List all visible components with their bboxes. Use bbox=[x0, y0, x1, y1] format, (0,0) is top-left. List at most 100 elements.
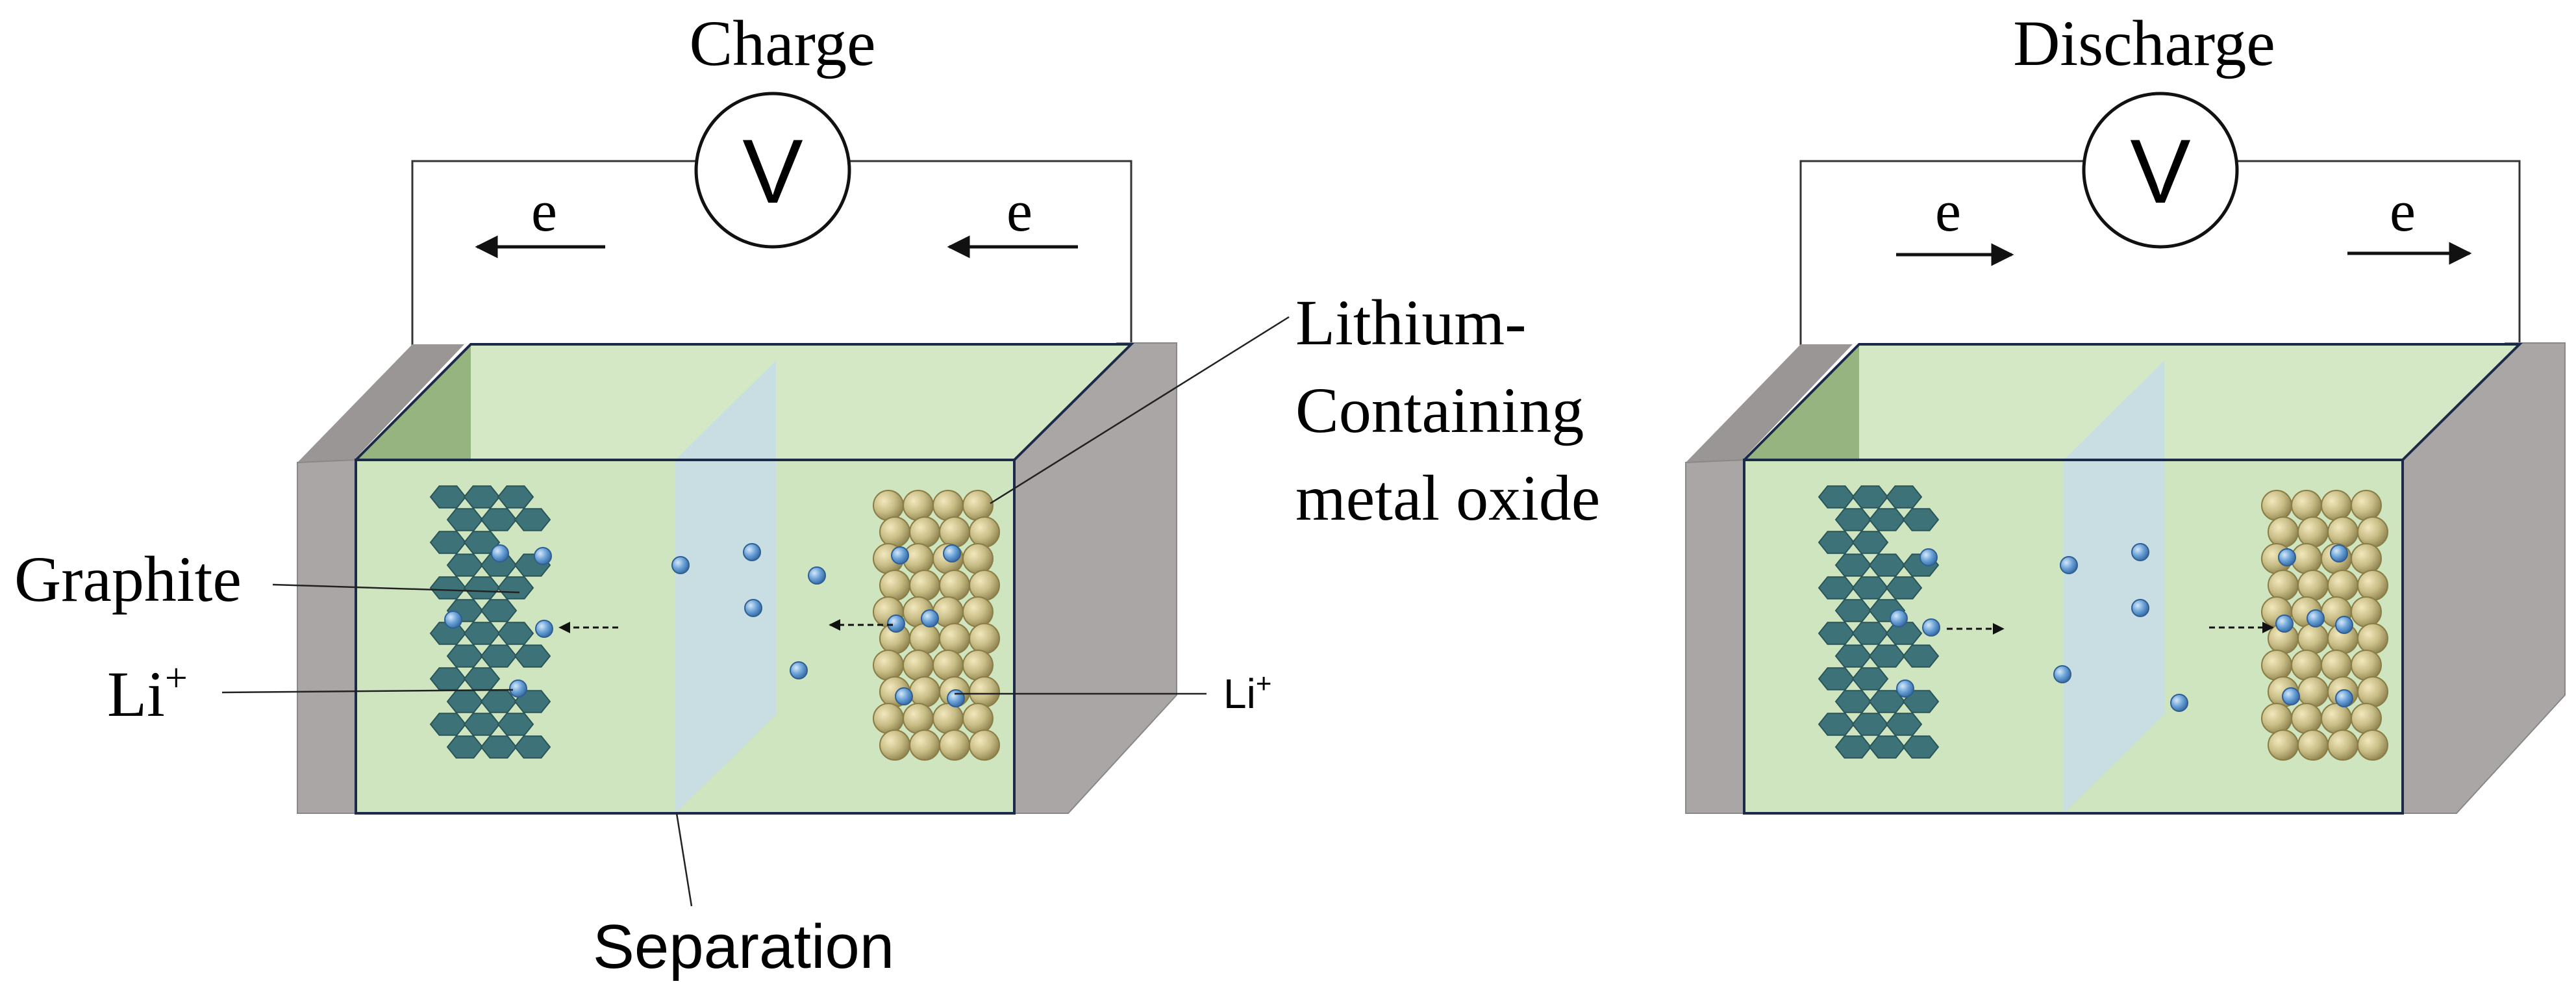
metal-oxide-particle bbox=[2291, 703, 2322, 734]
metal-oxide-particle bbox=[2351, 703, 2382, 734]
graphite-hexagon bbox=[1868, 553, 1906, 577]
metal-oxide-particle bbox=[879, 570, 910, 601]
charge-ion-leader-left bbox=[221, 689, 514, 694]
lithium-ion bbox=[2131, 599, 2149, 617]
lithium-ion bbox=[808, 566, 826, 585]
charge-separator bbox=[675, 361, 776, 813]
metal-oxide-particle bbox=[932, 703, 964, 734]
graphite-hexagon bbox=[480, 508, 518, 531]
charge-panel: Charge V e e Gra bbox=[14, 7, 1600, 982]
metal-oxide-particle bbox=[2297, 676, 2329, 707]
lithium-ion bbox=[2170, 694, 2188, 712]
lithium-ion bbox=[534, 547, 552, 565]
metal-oxide-particle bbox=[873, 490, 904, 521]
metal-oxide-particle bbox=[932, 650, 964, 681]
metal-oxide-particle bbox=[2291, 490, 2322, 521]
metal-oxide-particle bbox=[903, 650, 934, 681]
graphite-hexagon bbox=[463, 485, 501, 509]
graphite-hexagon bbox=[429, 713, 467, 736]
metal-oxide-particle bbox=[969, 729, 1000, 761]
metal-oxide-particle bbox=[2291, 543, 2322, 574]
discharge-lithium-ions bbox=[1890, 543, 2353, 712]
graphite-hexagon bbox=[1902, 508, 1940, 531]
charge-box-edges bbox=[355, 343, 1134, 815]
metal-oxide-particle bbox=[2357, 516, 2388, 548]
lithium-ion bbox=[2275, 615, 2294, 633]
lithium-ion bbox=[1919, 548, 1938, 566]
charge-lithium-ions bbox=[444, 543, 965, 707]
metal-oxide-particle bbox=[2297, 516, 2329, 548]
metal-oxide-particle bbox=[2268, 570, 2299, 601]
metal-oxide-particle bbox=[879, 516, 910, 548]
charge-graphite-leader bbox=[272, 583, 520, 594]
metal-oxide-particle bbox=[909, 623, 940, 654]
graphite-hexagon bbox=[514, 644, 551, 668]
lithium-ion bbox=[921, 609, 939, 627]
metal-oxide-particle bbox=[2261, 703, 2292, 734]
metal-oxide-particle bbox=[2261, 490, 2292, 521]
discharge-voltmeter bbox=[2082, 92, 2239, 249]
metal-oxide-particle bbox=[2351, 543, 2382, 574]
graphite-hexagon bbox=[1885, 485, 1923, 509]
metal-oxide-particle bbox=[939, 516, 970, 548]
graphite-hexagon bbox=[1851, 576, 1889, 600]
lithium-ion bbox=[891, 546, 909, 564]
lithium-ion bbox=[2307, 609, 2325, 627]
metal-oxide-particle bbox=[2327, 570, 2358, 601]
metal-oxide-particle bbox=[2327, 516, 2358, 548]
metal-oxide-particle bbox=[2297, 623, 2329, 654]
cathode-label-line2: Containing bbox=[1295, 374, 1584, 446]
graphite-hexagon bbox=[463, 622, 501, 645]
graphite-hexagon bbox=[514, 508, 551, 531]
graphite-hexagon bbox=[1885, 713, 1923, 736]
discharge-electron-label-left: e bbox=[1935, 179, 1961, 244]
metal-oxide-particle bbox=[909, 729, 940, 761]
metal-oxide-particle bbox=[962, 543, 994, 574]
graphite-hexagon bbox=[1834, 644, 1872, 668]
lithium-ion bbox=[887, 615, 905, 633]
metal-oxide-particle bbox=[909, 676, 940, 707]
discharge-box-edges bbox=[1743, 343, 2523, 815]
metal-oxide-particle bbox=[939, 623, 970, 654]
cathode-label-line3: metal oxide bbox=[1295, 462, 1600, 534]
metal-oxide-particle bbox=[903, 703, 934, 734]
lithium-ion bbox=[671, 556, 690, 574]
graphite-hexagon bbox=[1902, 644, 1940, 668]
metal-oxide-particle bbox=[2351, 490, 2382, 521]
charge-title: Charge bbox=[690, 7, 876, 79]
graphite-hexagon bbox=[1885, 576, 1923, 600]
separator-label: Separation bbox=[593, 912, 894, 982]
graphite-hexagon bbox=[1818, 531, 1855, 554]
graphite-hexagon bbox=[446, 735, 484, 759]
metal-oxide-particle bbox=[873, 703, 904, 734]
lithium-ion bbox=[2282, 687, 2300, 705]
graphite-hexagon bbox=[480, 735, 518, 759]
metal-oxide-particle bbox=[2261, 650, 2292, 681]
charge-oxide-leader bbox=[990, 316, 1290, 505]
graphite-hexagon bbox=[1834, 508, 1872, 531]
metal-oxide-particle bbox=[2321, 490, 2352, 521]
lithium-ion bbox=[790, 661, 808, 679]
discharge-circuit-wire bbox=[1799, 160, 2521, 364]
lithium-ion bbox=[2335, 616, 2353, 634]
discharge-electron-label-right: e bbox=[2390, 179, 2416, 244]
graphite-hexagon bbox=[429, 531, 467, 554]
graphite-hexagon bbox=[497, 713, 534, 736]
lithium-ion bbox=[1922, 618, 1940, 637]
lithium-ion bbox=[535, 620, 553, 638]
discharge-anode-plate-front bbox=[1685, 459, 1745, 814]
metal-oxide-particle bbox=[2357, 570, 2388, 601]
graphite-hexagon bbox=[1868, 508, 1906, 531]
graphite-hexagon bbox=[497, 576, 534, 600]
metal-oxide-particle bbox=[962, 703, 994, 734]
graphite-hexagon bbox=[1818, 576, 1855, 600]
graphite-hexagon bbox=[1818, 667, 1855, 691]
graphite-hexagon bbox=[1902, 735, 1940, 759]
metal-oxide-particle bbox=[2291, 650, 2322, 681]
lithium-ion bbox=[2060, 556, 2078, 574]
lithium-ion bbox=[491, 544, 509, 563]
discharge-anode-plate-top bbox=[1686, 344, 1853, 462]
graphite-hexagon bbox=[1851, 622, 1889, 645]
cathode-label-line1: Lithium- bbox=[1295, 286, 1527, 359]
discharge-separator bbox=[2064, 361, 2164, 813]
